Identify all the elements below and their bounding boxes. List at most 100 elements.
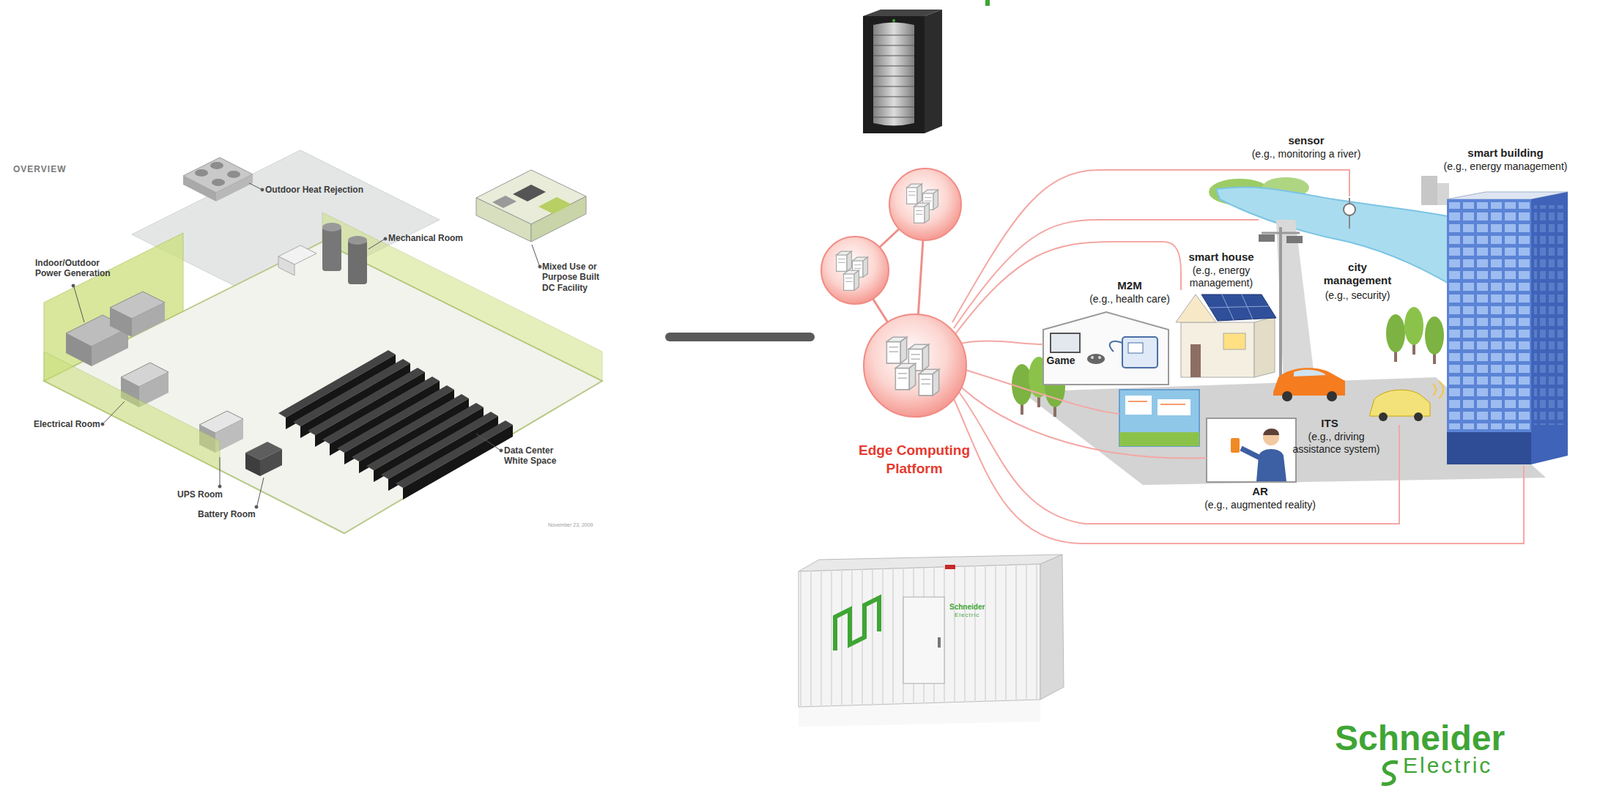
leader-lines <box>218 484 222 488</box>
app-example: (e.g., monitoring a river) <box>1252 147 1362 161</box>
city-scene <box>1263 429 1280 446</box>
container-module <box>937 637 941 648</box>
data-center-drawing <box>43 150 603 534</box>
city-scene <box>1180 322 1255 378</box>
server-rack <box>873 35 915 36</box>
city-scene <box>1369 389 1431 417</box>
container-module <box>798 564 1041 707</box>
logo-mark <box>1381 761 1398 784</box>
city-scene <box>1119 432 1200 447</box>
data-center-drawing <box>512 184 546 202</box>
server-rack <box>873 96 915 98</box>
data-center-drawing <box>109 307 132 337</box>
city-scene <box>1223 333 1246 350</box>
app-example: (e.g., driving assistance system) <box>1287 430 1387 456</box>
data-center-drawing <box>131 302 165 337</box>
server-rack <box>924 9 943 134</box>
data-center-drawing <box>322 222 342 232</box>
city-scene <box>1421 175 1438 206</box>
part-label: Data Center White Space <box>504 445 570 467</box>
part-label: UPS Room <box>177 489 223 500</box>
city-scene <box>1261 232 1300 235</box>
server-rack <box>873 35 915 118</box>
container-module <box>903 597 945 684</box>
leader-lines <box>249 183 261 190</box>
app-title: M2M <box>1117 279 1142 293</box>
city-scene <box>1190 344 1201 378</box>
city-scene <box>1157 399 1191 416</box>
data-center-drawing <box>211 178 225 187</box>
city-scene <box>1098 356 1102 359</box>
city-scene <box>1293 369 1327 377</box>
edge-cluster <box>886 336 907 364</box>
leader-lines <box>73 287 85 323</box>
edge-cluster <box>918 369 939 396</box>
city-scene <box>1531 191 1568 465</box>
data-center-drawing <box>347 235 368 245</box>
leader-lines <box>257 477 264 506</box>
city-scene <box>1011 364 1033 406</box>
city-scene <box>1011 175 1568 485</box>
part-label: Battery Room <box>197 509 256 520</box>
leader-lines <box>71 284 75 288</box>
app-title: AR <box>1252 484 1269 499</box>
leader-lines <box>531 244 540 266</box>
city-scene <box>1230 438 1240 453</box>
container-module <box>835 597 880 651</box>
city-scene <box>1128 342 1143 354</box>
leader-lines <box>538 265 542 269</box>
top-mark <box>985 0 990 6</box>
app-example: (e.g., energy management) <box>1443 160 1568 173</box>
brand-logo: Electric <box>1402 754 1493 777</box>
city-scene <box>1413 412 1423 422</box>
app-title: ITS <box>1320 416 1338 431</box>
edge-cluster <box>889 168 962 241</box>
city-scene <box>1276 219 1316 384</box>
data-center-drawing <box>245 452 261 477</box>
edge-cluster <box>914 202 930 223</box>
part-label: Mechanical Room <box>388 232 464 244</box>
data-center-drawing <box>65 333 92 367</box>
city-scene <box>1216 186 1466 294</box>
city-scene <box>1258 234 1275 242</box>
platform-node: Edge Computing Platform <box>835 441 994 478</box>
data-center-drawing <box>402 424 513 500</box>
city-scene <box>1282 391 1293 402</box>
server-rack <box>892 19 896 22</box>
city-scene <box>1378 412 1388 422</box>
app-example: (e.g., augmented reality) <box>1204 498 1316 512</box>
leader-lines <box>254 505 258 509</box>
city-scene <box>1263 428 1280 436</box>
pink-links <box>953 219 1259 329</box>
city-scene <box>1343 203 1356 216</box>
logo-mark <box>1381 761 1398 784</box>
server-rack <box>863 9 943 134</box>
pink-links <box>956 341 1044 345</box>
date-note: November 23, 2009 <box>547 522 593 529</box>
city-scene <box>1256 449 1287 482</box>
server-rack <box>873 45 915 47</box>
leader-lines <box>476 433 500 450</box>
city-scene <box>1208 306 1269 308</box>
server-rack <box>873 65 915 67</box>
server-rack <box>873 22 915 127</box>
city-scene <box>1534 205 1565 425</box>
data-center-drawing <box>538 197 572 214</box>
city-scene <box>1122 336 1158 368</box>
city-scene <box>1432 380 1444 399</box>
leader-lines <box>499 449 503 453</box>
city-scene <box>1050 333 1080 353</box>
part-label: Electrical Room <box>33 419 101 430</box>
container-logo: Electric <box>954 611 980 620</box>
connector-bar <box>665 332 815 342</box>
pink-links <box>953 366 1120 414</box>
pink-links <box>955 241 1181 335</box>
city-scene <box>1449 202 1530 430</box>
city-scene <box>1119 389 1200 447</box>
leader-lines <box>101 422 105 426</box>
city-scene <box>1279 227 1283 381</box>
server-rack <box>873 106 915 108</box>
brand-logo: Schneider <box>1334 720 1505 757</box>
